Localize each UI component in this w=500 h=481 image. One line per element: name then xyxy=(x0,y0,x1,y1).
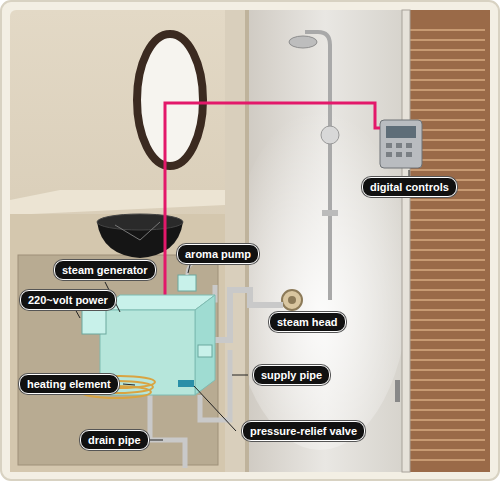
callout-label: 220~volt power xyxy=(20,290,116,310)
callout-label: digital controls xyxy=(362,177,457,197)
callout-label: pressure-relief valve xyxy=(242,421,365,441)
part-name: steam generator xyxy=(62,264,148,276)
part-name: steam head xyxy=(277,316,338,328)
part-name: drain pipe xyxy=(88,434,141,446)
callout-label: heating element xyxy=(19,374,119,394)
callout-label: steam head xyxy=(269,312,346,332)
part-name: digital controls xyxy=(370,181,449,193)
callout-label: supply pipe xyxy=(253,365,330,385)
part-name: supply pipe xyxy=(261,369,322,381)
part-name: heating element xyxy=(27,378,111,390)
part-name: aroma pump xyxy=(185,248,251,260)
part-name: pressure-relief valve xyxy=(250,425,357,437)
callout-label: drain pipe xyxy=(80,430,149,450)
part-name: 220~volt power xyxy=(28,294,108,306)
callout-label: aroma pump xyxy=(177,244,259,264)
callout-label: steam generator xyxy=(54,260,156,280)
